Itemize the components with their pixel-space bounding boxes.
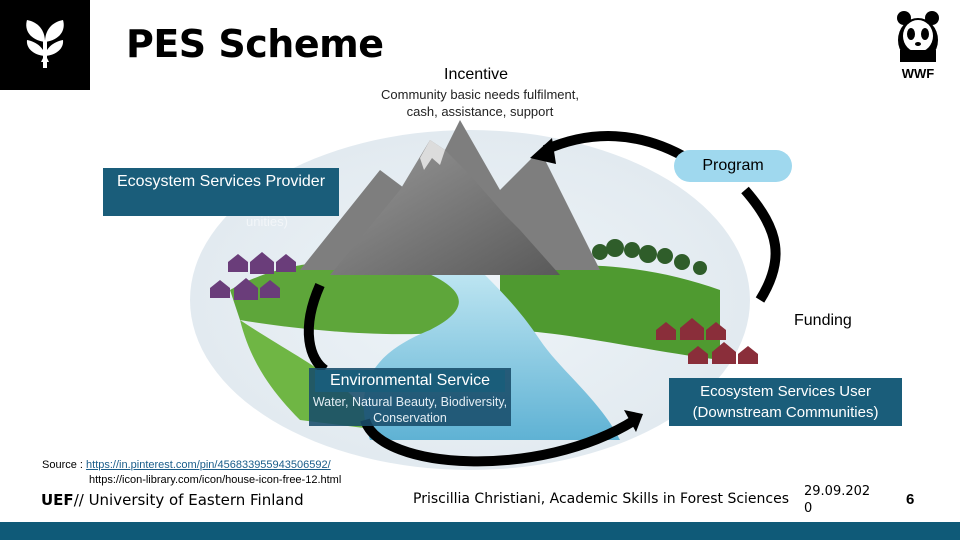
cycle-arrows bbox=[303, 131, 781, 467]
program-bubble: Program bbox=[674, 150, 792, 182]
environmental-service-title: Environmental Service bbox=[315, 370, 505, 392]
funding-label: Funding bbox=[794, 312, 852, 329]
ecosystem-services-user-box: Ecosystem Services User (Downstream Comm… bbox=[669, 378, 902, 426]
mountain-snow bbox=[420, 140, 445, 170]
source-link-icon-library: https://icon-library.com/icon/house-icon… bbox=[89, 474, 342, 486]
ecosystem-services-provider-box: Ecosystem Services Provider bbox=[103, 168, 339, 216]
page-number: 6 bbox=[906, 491, 915, 508]
source-citation: Source : https://in.pinterest.com/pin/45… bbox=[42, 458, 341, 488]
wwf-logo: WWF bbox=[890, 6, 946, 81]
panda-icon bbox=[897, 11, 939, 62]
footer-date: 29.09.2020 bbox=[804, 484, 871, 516]
grass-left bbox=[230, 261, 470, 335]
footer-university-name: // University of Eastern Finland bbox=[73, 491, 304, 509]
houses-provider bbox=[210, 252, 296, 300]
arrow-left bbox=[303, 282, 329, 375]
source-link-pinterest[interactable]: https://in.pinterest.com/pin/45683395594… bbox=[86, 459, 331, 471]
environmental-service-description: Water, Natural Beauty, Biodiversity, Con… bbox=[312, 395, 508, 425]
mountain-main bbox=[330, 140, 560, 275]
footer-uef: UEF bbox=[41, 491, 74, 509]
leaf-sprout-icon bbox=[26, 20, 64, 68]
incentive-description: Community basic needs fulfilment, cash, … bbox=[381, 87, 579, 119]
bottom-bar bbox=[0, 522, 960, 540]
houses-user bbox=[656, 318, 758, 364]
arrow-bottom bbox=[360, 415, 638, 467]
arrow-top bbox=[542, 131, 693, 165]
uef-logo bbox=[0, 0, 90, 90]
provider-sub-label: unities) bbox=[246, 214, 288, 229]
environmental-service-box: Environmental Service Water, Natural Bea… bbox=[309, 368, 511, 426]
footer-university: UEF// University of Eastern Finland bbox=[41, 491, 304, 509]
arrow-heads bbox=[530, 138, 643, 432]
source-prefix: Source : bbox=[42, 459, 87, 471]
wwf-label: WWF bbox=[901, 66, 935, 81]
tree-line bbox=[592, 239, 707, 275]
incentive-label: Incentive bbox=[444, 66, 509, 83]
page-title: PES Scheme bbox=[126, 22, 384, 66]
footer-author: Priscillia Christiani, Academic Skills i… bbox=[413, 491, 790, 507]
arrow-right bbox=[741, 186, 781, 303]
